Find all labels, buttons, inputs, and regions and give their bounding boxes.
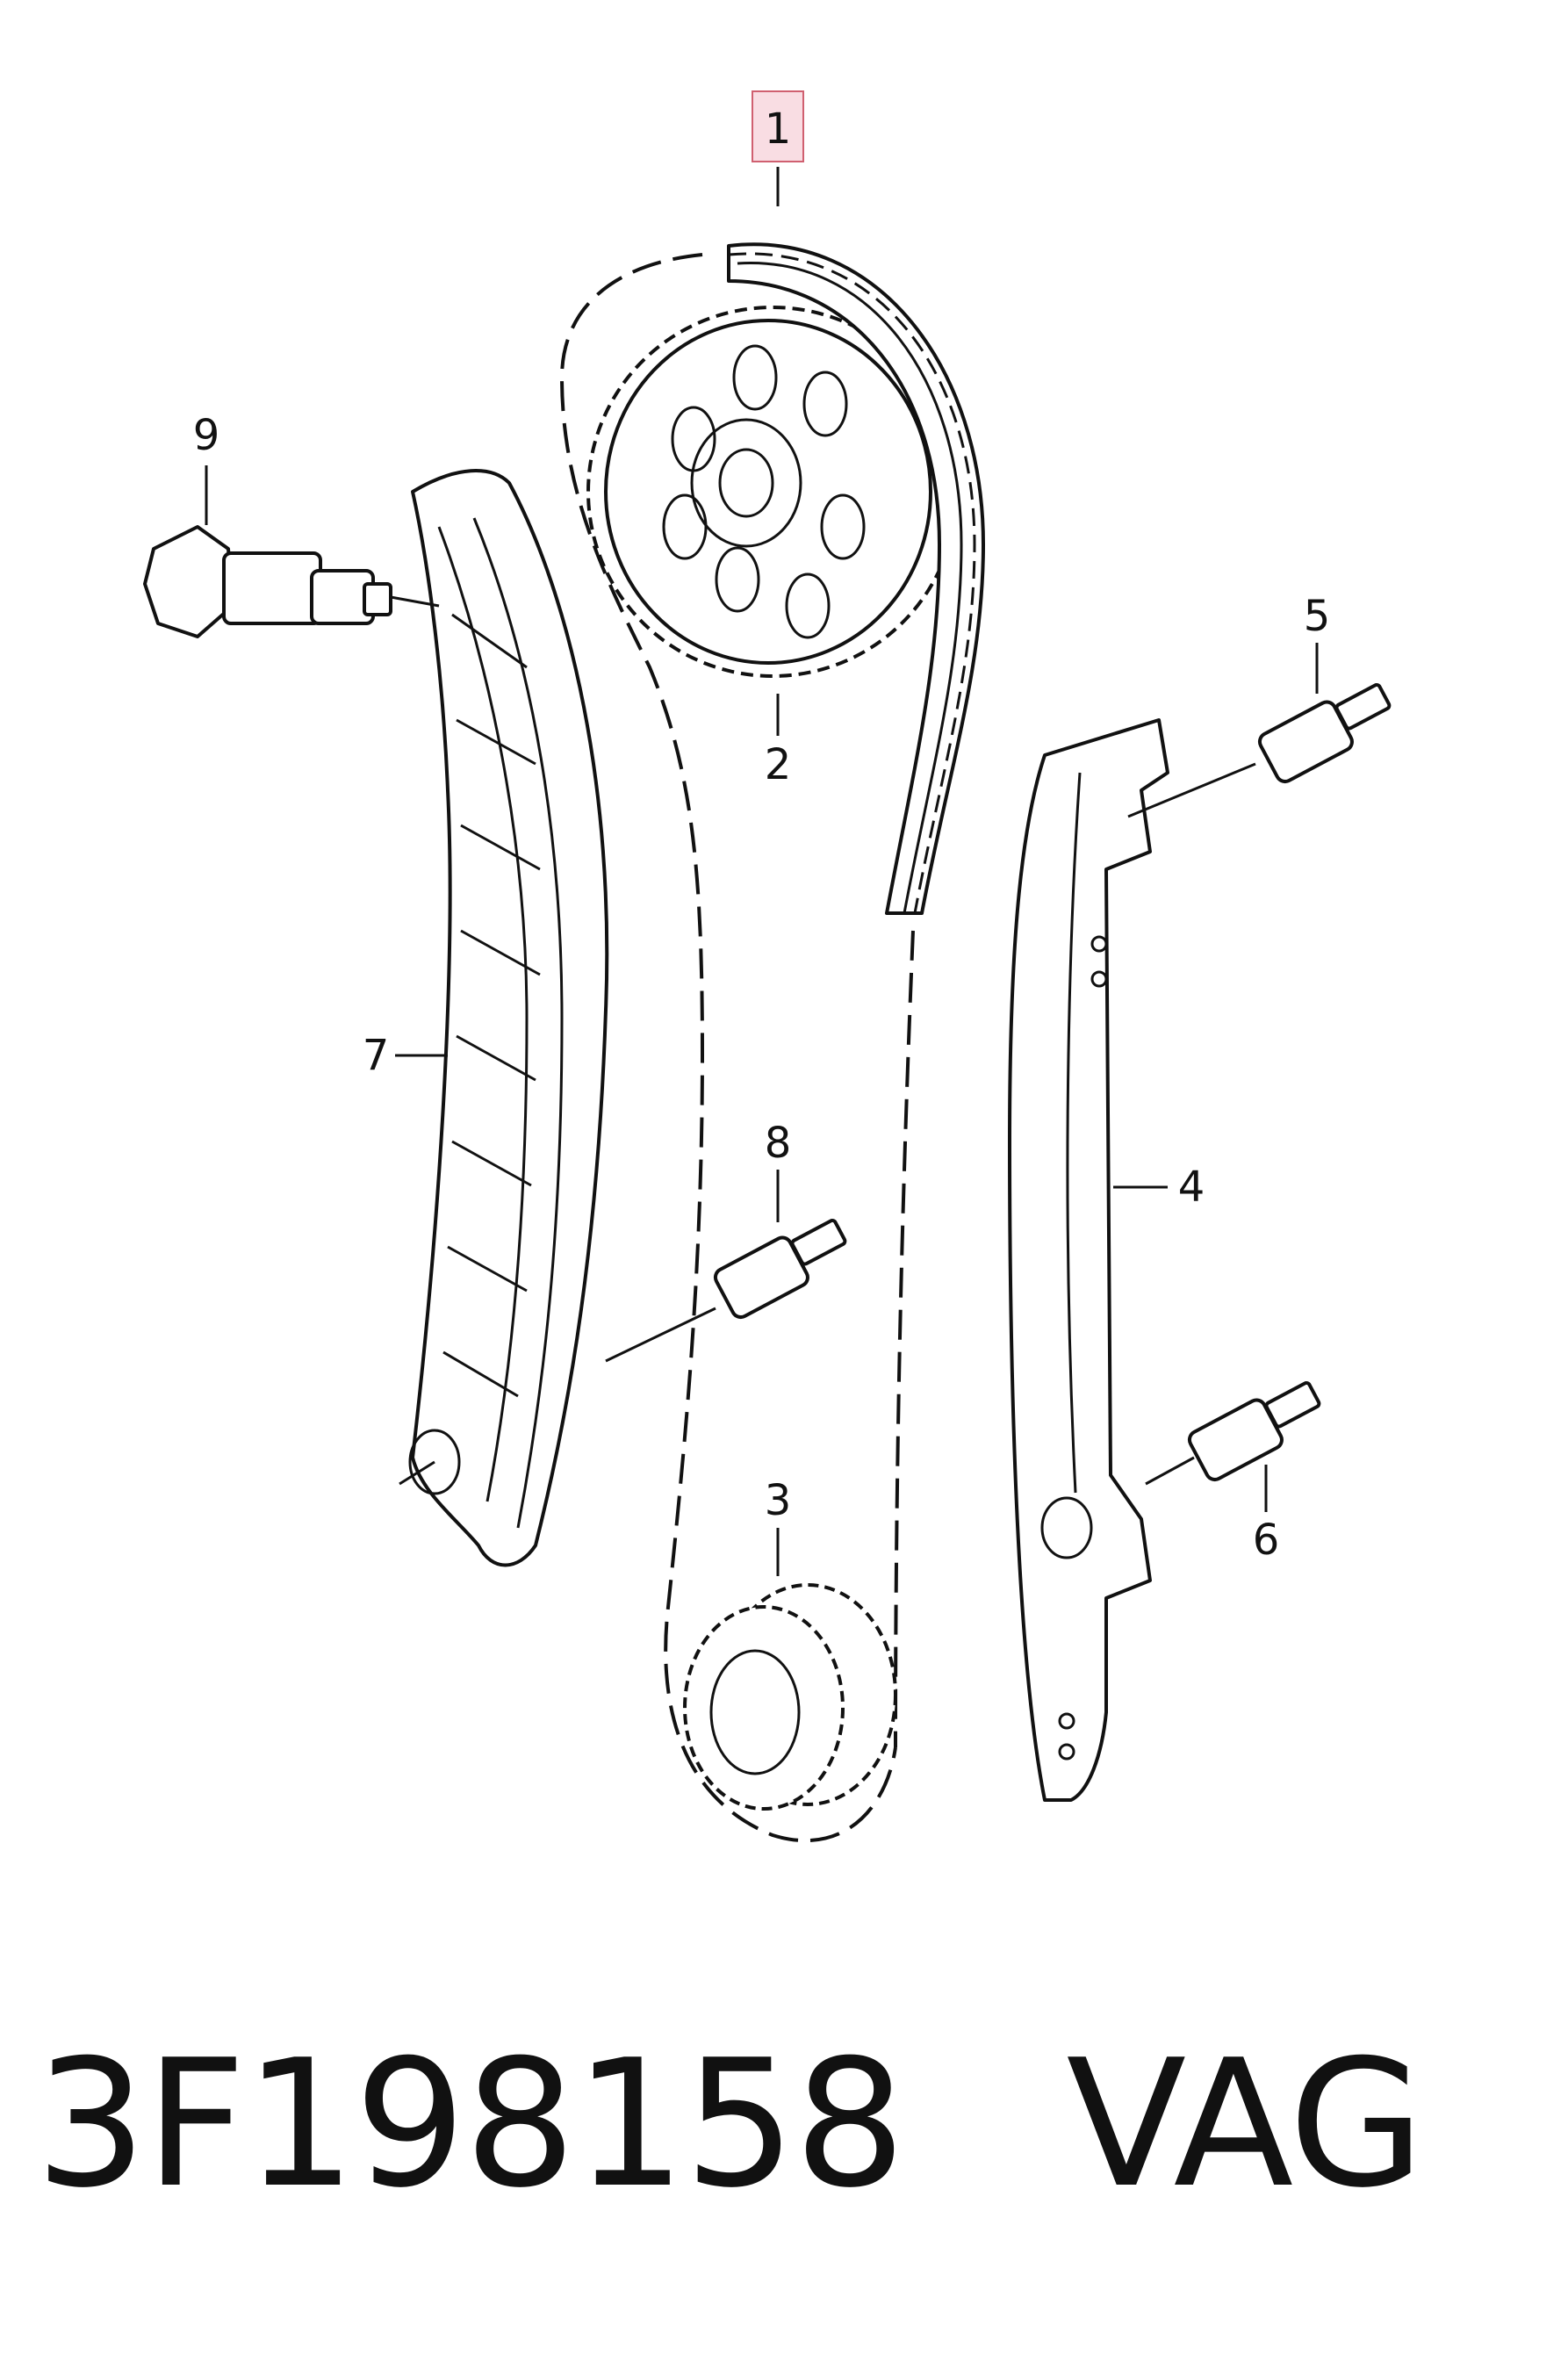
leader-bolt-9-to-tensioner	[390, 595, 440, 608]
callout-2: 2	[765, 740, 792, 789]
callout-1: 1	[765, 104, 792, 154]
guide-pin-5	[1257, 683, 1392, 784]
leader-pin-6-to-rail	[1145, 1456, 1195, 1486]
camshaft-sprocket	[586, 306, 959, 678]
brand: VAG	[1066, 2022, 1425, 2227]
callout-1-highlight	[752, 90, 804, 162]
callout-7: 7	[363, 1031, 390, 1080]
callout-6: 6	[1253, 1516, 1280, 1565]
tensioner-rail	[408, 469, 609, 1567]
callout-3: 3	[765, 1476, 792, 1525]
crankshaft-sprocket	[683, 1583, 897, 1811]
leader-tensioner-pivot	[399, 1460, 435, 1486]
chain-route-dashed-outline	[559, 253, 897, 1843]
guide-pin-6	[1187, 1381, 1321, 1482]
callout-4: 4	[1178, 1163, 1205, 1212]
callout-5: 5	[1304, 592, 1331, 641]
banjo-bolt	[143, 525, 392, 638]
part-number: 3F198158	[35, 2022, 906, 2227]
callout-9: 9	[193, 411, 220, 460]
timing-chain	[727, 242, 985, 915]
leader-pin-8-to-tensioner	[605, 1307, 716, 1363]
part-number-caption: 3F198158 VAG	[35, 2037, 1425, 2213]
leader-pin-5-to-rail	[1127, 762, 1256, 818]
callout-8: 8	[765, 1119, 792, 1168]
chain-route-dashed-right	[894, 930, 915, 1748]
caption-gap	[904, 2022, 1067, 2227]
guide-pin-8	[713, 1219, 847, 1320]
guide-rail	[1008, 718, 1169, 1802]
